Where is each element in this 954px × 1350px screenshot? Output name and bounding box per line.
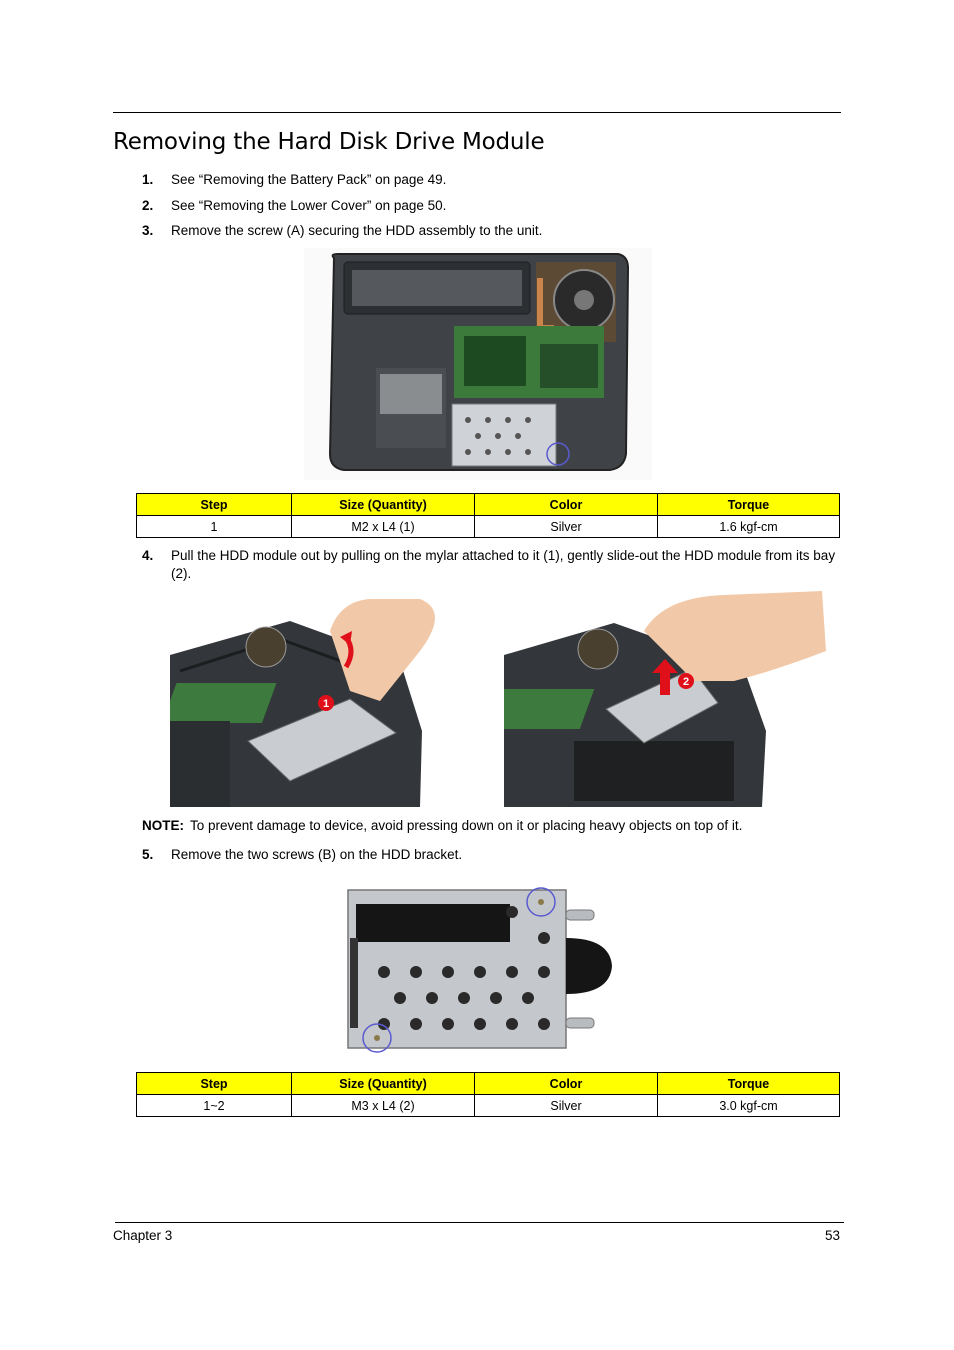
top-rule [113, 112, 841, 113]
page-title: Removing the Hard Disk Drive Module [113, 129, 545, 155]
cell-step: 1~2 [136, 1094, 292, 1117]
step-text: See “Removing the Lower Cover” on page 5… [171, 198, 447, 213]
step-number: 4. [142, 548, 154, 563]
note-label: NOTE: [142, 818, 184, 833]
step-text: Remove the screw (A) securing the HDD as… [171, 223, 543, 238]
table-row: 1~2 M3 x L4 (2) Silver 3.0 kgf-cm [136, 1094, 840, 1117]
callout-1-label: 1 [323, 698, 329, 710]
table-header-row: Step Size (Quantity) Color Torque [136, 493, 840, 516]
laptop-underside-photo [304, 248, 652, 480]
header-step: Step [136, 1072, 292, 1095]
pull-mylar-photo: 1 [170, 591, 492, 807]
footer-page-number: 53 [825, 1228, 841, 1243]
cell-step: 1 [136, 515, 292, 538]
screw-b-marker-1 [526, 887, 556, 917]
header-torque: Torque [657, 1072, 840, 1095]
cell-size: M2 x L4 (1) [291, 515, 475, 538]
callout-2-label: 2 [683, 676, 689, 688]
cell-color: Silver [474, 1094, 658, 1117]
table-header-row: Step Size (Quantity) Color Torque [136, 1072, 840, 1095]
header-color: Color [474, 1072, 658, 1095]
header-color: Color [474, 493, 658, 516]
footer-chapter: Chapter 3 [113, 1228, 173, 1243]
header-size: Size (Quantity) [291, 493, 475, 516]
step-number: 5. [142, 847, 154, 862]
cell-torque: 1.6 kgf-cm [657, 515, 840, 538]
step-number: 2. [142, 198, 154, 213]
note-text: To prevent damage to device, avoid press… [190, 818, 743, 833]
header-torque: Torque [657, 493, 840, 516]
footer-rule [115, 1222, 844, 1223]
screw-a-marker [546, 442, 570, 466]
step-text: Remove the two screws (B) on the HDD bra… [171, 847, 463, 862]
hdd-bracket-photo [340, 868, 630, 1054]
slide-module-photo: 2 [504, 591, 828, 807]
screw-b-marker-2 [362, 1023, 392, 1053]
table-row: 1 M2 x L4 (1) Silver 1.6 kgf-cm [136, 515, 840, 538]
screw-table-2: Step Size (Quantity) Color Torque 1~2 M3… [136, 1072, 840, 1117]
cell-color: Silver [474, 515, 658, 538]
note: NOTE: To prevent damage to device, avoid … [142, 818, 742, 833]
screw-table-1: Step Size (Quantity) Color Torque 1 M2 x… [136, 493, 840, 538]
step-number: 3. [142, 223, 154, 238]
header-size: Size (Quantity) [291, 1072, 475, 1095]
callout-2-marker [678, 673, 694, 689]
cell-torque: 3.0 kgf-cm [657, 1094, 840, 1117]
step-text: Pull the HDD module out by pulling on th… [171, 548, 836, 581]
header-step: Step [136, 493, 292, 516]
callout-1-marker [318, 695, 334, 711]
step-text: See “Removing the Battery Pack” on page … [171, 172, 447, 187]
step-number: 1. [142, 172, 154, 187]
cell-size: M3 x L4 (2) [291, 1094, 475, 1117]
